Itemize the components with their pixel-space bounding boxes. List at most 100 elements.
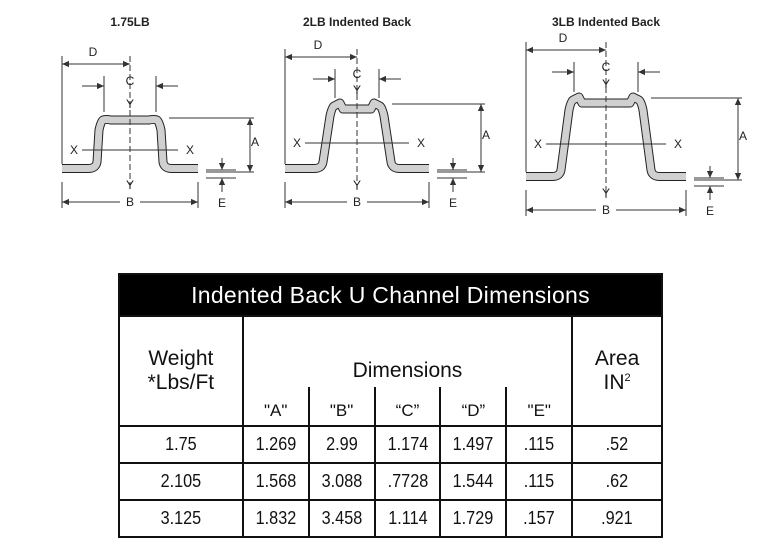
- arrowhead-icon: [706, 186, 714, 193]
- d-label: D: [314, 38, 323, 52]
- dimensions-header: Dimensions: [241, 315, 574, 387]
- arrowhead-icon: [526, 206, 533, 214]
- table-cell: 2.105: [124, 462, 238, 501]
- dim-col-header: “D”: [439, 387, 508, 427]
- diagram-title: 3LB Indented Back: [552, 15, 660, 29]
- table-cell: 1.568: [245, 462, 307, 501]
- diagram-title: 1.75LB: [110, 15, 150, 29]
- arrowhead-icon: [477, 165, 485, 172]
- arrowhead-icon: [246, 165, 254, 172]
- arrowhead-icon: [328, 75, 335, 83]
- b-label: B: [353, 195, 361, 209]
- table-cell: 1.544: [442, 462, 504, 501]
- dim-subheader-row: "A""B"“C”“D”"E": [119, 387, 662, 427]
- d-label: D: [559, 31, 568, 45]
- c-label: C: [353, 67, 362, 81]
- table-cell: 1.269: [245, 425, 307, 464]
- x-label-right: X: [674, 137, 682, 151]
- y-label-bottom: Y: [602, 186, 610, 200]
- dim-col-header: "B": [307, 387, 376, 427]
- arrowhead-icon: [679, 206, 686, 214]
- a-label: A: [482, 128, 490, 142]
- area-unit: IN: [603, 371, 625, 394]
- table-cell: .7728: [376, 462, 439, 501]
- table-cell: 1.832: [245, 499, 307, 538]
- weight-header-line2: *Lbs/Ft: [147, 371, 215, 394]
- dimensions-table: Indented Back U Channel Dimensions Weigh…: [118, 273, 663, 538]
- table-cell: 2.99: [311, 425, 373, 464]
- e-label: E: [706, 204, 714, 218]
- table-cell: .115: [508, 425, 570, 464]
- y-label-bottom: Y: [126, 178, 134, 192]
- arrowhead-icon: [156, 82, 163, 90]
- table-cell: 1.174: [376, 425, 439, 464]
- table-cell: .62: [575, 462, 659, 501]
- channel-profile: [62, 116, 198, 172]
- c-label: C: [126, 74, 135, 88]
- arrowhead-icon: [526, 46, 533, 54]
- arrowhead-icon: [97, 82, 104, 90]
- table-cell: 3.125: [124, 499, 238, 538]
- arrowhead-icon: [218, 163, 226, 170]
- x-label-right: X: [186, 143, 194, 157]
- table-cell: .921: [575, 499, 659, 538]
- table-cell: .157: [508, 499, 570, 538]
- a-label: A: [251, 135, 259, 149]
- arrowhead-icon: [379, 75, 386, 83]
- arrowhead-icon: [285, 53, 292, 61]
- arrowhead-icon: [62, 198, 69, 206]
- e-label: E: [449, 196, 457, 210]
- y-label-top: Y: [353, 83, 361, 97]
- dim-col-header: “C”: [373, 387, 442, 427]
- dim-col-header: "E": [505, 387, 574, 427]
- arrowhead-icon: [734, 173, 742, 180]
- arrowhead-icon: [246, 118, 254, 125]
- arrowhead-icon: [477, 104, 485, 111]
- c-label: C: [602, 60, 611, 74]
- arrowhead-icon: [350, 53, 357, 61]
- arrowhead-icon: [422, 198, 429, 206]
- x-label-right: X: [417, 136, 425, 150]
- arrowhead-icon: [567, 68, 574, 76]
- y-label-top: Y: [126, 97, 134, 111]
- d-label: D: [89, 45, 98, 59]
- table-cell: 3.088: [311, 462, 373, 501]
- b-label: B: [602, 203, 610, 217]
- arrowhead-icon: [706, 171, 714, 178]
- arrowhead-icon: [191, 198, 198, 206]
- arrowhead-icon: [449, 163, 457, 170]
- x-label-left: X: [293, 136, 301, 150]
- arrowhead-icon: [218, 178, 226, 185]
- b-label: B: [126, 195, 134, 209]
- table-title: Indented Back U Channel Dimensions: [118, 273, 663, 317]
- channel-profile: [526, 93, 686, 180]
- table-cell: 1.75: [124, 425, 238, 464]
- weight-header: Weight*Lbs/Ft: [118, 315, 244, 427]
- arrowhead-icon: [62, 60, 69, 68]
- table-cell: .52: [575, 425, 659, 464]
- table-cell: 1.114: [376, 499, 439, 538]
- y-label-top: Y: [602, 77, 610, 91]
- arrowhead-icon: [449, 178, 457, 185]
- y-label-bottom: Y: [353, 178, 361, 192]
- a-label: A: [739, 129, 747, 143]
- table-cell: 1.729: [442, 499, 504, 538]
- arrowhead-icon: [599, 46, 606, 54]
- weight-header-line1: Weight: [148, 347, 214, 370]
- table-cell: 1.497: [442, 425, 504, 464]
- dim-col-header: "A": [241, 387, 310, 427]
- area-header-label: Area: [594, 347, 640, 370]
- arrowhead-icon: [734, 98, 742, 105]
- arrowhead-icon: [123, 60, 130, 68]
- x-label-left: X: [70, 143, 78, 157]
- x-label-left: X: [534, 137, 542, 151]
- table-cell: 3.458: [311, 499, 373, 538]
- arrowhead-icon: [638, 68, 645, 76]
- e-label: E: [218, 196, 226, 210]
- area-exponent: 2: [624, 372, 631, 384]
